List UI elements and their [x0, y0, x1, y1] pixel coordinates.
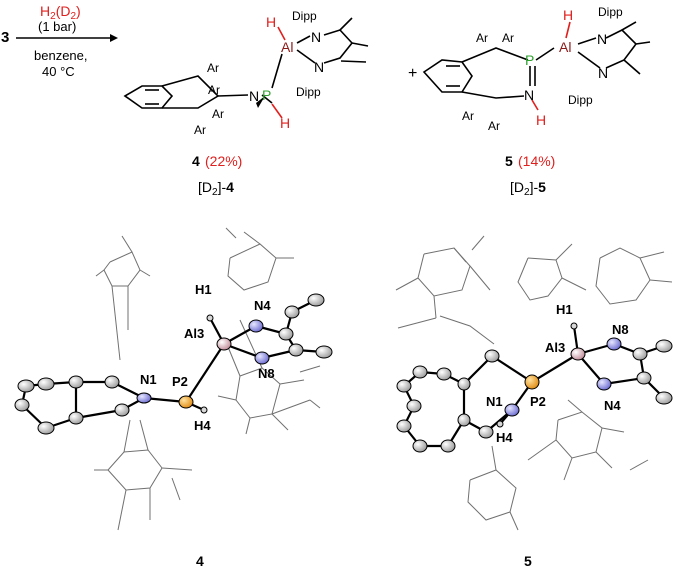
pressure-label: (1 bar)	[38, 19, 76, 34]
product-5-deuterated: [D2]-5	[510, 179, 546, 198]
starting-material-label: 3	[1, 29, 9, 46]
group-dipp-bottom: Dipp	[296, 85, 321, 99]
atom-n-ring-bottom: N	[314, 59, 324, 75]
label-h1: H1	[195, 282, 212, 297]
structure-4-labels: H1 N4 Al3 N1 P2 N8 H4	[140, 282, 275, 433]
group-ar-2-5: Ar	[502, 31, 514, 45]
group-ar-4-5: Ar	[488, 119, 500, 133]
atom-h-n-5: H	[536, 112, 546, 128]
ellipsoid-al3	[216, 337, 232, 351]
label-n8-5: N8	[612, 322, 629, 337]
hydrogen-h4-5	[496, 420, 504, 428]
product-4-drawing	[123, 17, 369, 119]
group-ar-2: Ar	[208, 83, 220, 97]
hydrogen-h1	[206, 314, 214, 322]
structure-5-wireframe	[395, 235, 673, 531]
label-n4-5: N4	[604, 398, 621, 413]
label-n1-5: N1	[486, 394, 503, 409]
product-4-deuterated: [D2]-4	[198, 179, 234, 198]
ellipsoid-n1-5	[504, 403, 520, 417]
reagent-label: H2(D2)	[40, 3, 81, 22]
atom-al-5: Al	[559, 39, 571, 55]
atom-h-al: H	[266, 14, 276, 30]
group-ar-1: Ar	[207, 61, 219, 75]
crystal-structure-5: H1 N8 Al3 N1 P2 N4 H4 5	[395, 235, 673, 569]
product-5-number: 5	[505, 153, 513, 169]
group-dipp-top-5: Dipp	[598, 5, 623, 19]
atom-h-p: H	[280, 115, 290, 131]
group-dipp-top: Dipp	[292, 9, 317, 23]
structure-4-caption: 4	[196, 553, 204, 569]
ellipsoid-c	[17, 379, 35, 393]
product-5-drawing	[422, 21, 651, 111]
ellipsoid-n4	[248, 319, 264, 333]
ellipsoid-n1	[136, 392, 152, 404]
atom-n-pyrrolidine: N	[249, 88, 259, 104]
hydrogen-h1-5	[570, 322, 578, 330]
structure-4-wireframe	[94, 227, 321, 531]
ellipsoid-n4-5	[596, 377, 612, 391]
crystal-structure-4: H1 N4 Al3 N1 P2 N8 H4 4	[14, 227, 333, 569]
hydrogen-h4	[200, 406, 208, 414]
label-h4: H4	[194, 418, 211, 433]
product-4-caption: 4 (22%) [D2]-4	[192, 153, 242, 198]
label-n1: N1	[140, 372, 157, 387]
structure-5-ellipsoids	[396, 322, 673, 453]
atom-h-al-5: H	[563, 7, 573, 23]
product-4-number: 4	[192, 153, 200, 169]
atom-al: Al	[281, 39, 293, 55]
group-ar-3-5: Ar	[462, 109, 474, 123]
group-ar-3: Ar	[212, 107, 224, 121]
benzene-ring-5	[422, 59, 473, 93]
product-5-yield: (14%)	[518, 153, 555, 169]
product-5-caption: 5 (14%) [D2]-5	[505, 153, 555, 198]
plus-sign: +	[408, 65, 417, 82]
ellipsoid-n8-5	[606, 337, 622, 351]
benzene-ring	[123, 85, 174, 109]
label-h4-5: H4	[496, 430, 513, 445]
group-ar-1-5: Ar	[476, 31, 488, 45]
atom-n-ring-top-5: N	[597, 31, 607, 47]
ellipsoid-al3-5	[570, 347, 586, 361]
reaction-arrow-head	[110, 34, 118, 42]
label-al3-5: Al3	[545, 340, 565, 355]
product-4-yield: (22%)	[205, 153, 242, 169]
reaction-scheme: 3 H2(D2) (1 bar) benzene, 40 °C +	[1, 3, 417, 82]
structure-4-ellipsoids	[14, 293, 333, 435]
structure-4-bonds	[20, 299, 325, 430]
atom-n-ring-bottom-5: N	[598, 65, 608, 81]
structure-5-caption: 5	[524, 553, 532, 569]
atom-p: P	[262, 87, 271, 103]
label-al3: Al3	[184, 326, 204, 341]
group-dipp-bottom-5: Dipp	[568, 93, 593, 107]
atom-p-5: P	[525, 52, 534, 68]
ellipsoid-n8	[254, 351, 270, 365]
group-ar-4: Ar	[194, 123, 206, 137]
structure-5-labels: H1 N8 Al3 N1 P2 N4 H4	[486, 302, 629, 445]
ellipsoid-p2-5	[524, 374, 540, 390]
label-h1-5: H1	[556, 302, 573, 317]
label-p2-5: P2	[530, 394, 546, 409]
solvent-label: benzene,	[34, 48, 88, 63]
product-4-atoms: N P Al H H N N Dipp Dipp Ar Ar Ar Ar	[194, 9, 324, 137]
atom-n-amine-5: N	[524, 87, 534, 103]
product-5-atoms: P N H Al H N N Dipp Dipp Ar Ar Ar Ar	[462, 5, 623, 133]
label-p2: P2	[172, 374, 188, 389]
temperature-label: 40 °C	[42, 64, 75, 79]
atom-n-ring-top: N	[311, 29, 321, 45]
label-n8: N8	[258, 366, 275, 381]
ellipsoid-p2	[178, 395, 194, 409]
label-n4: N4	[254, 298, 271, 313]
